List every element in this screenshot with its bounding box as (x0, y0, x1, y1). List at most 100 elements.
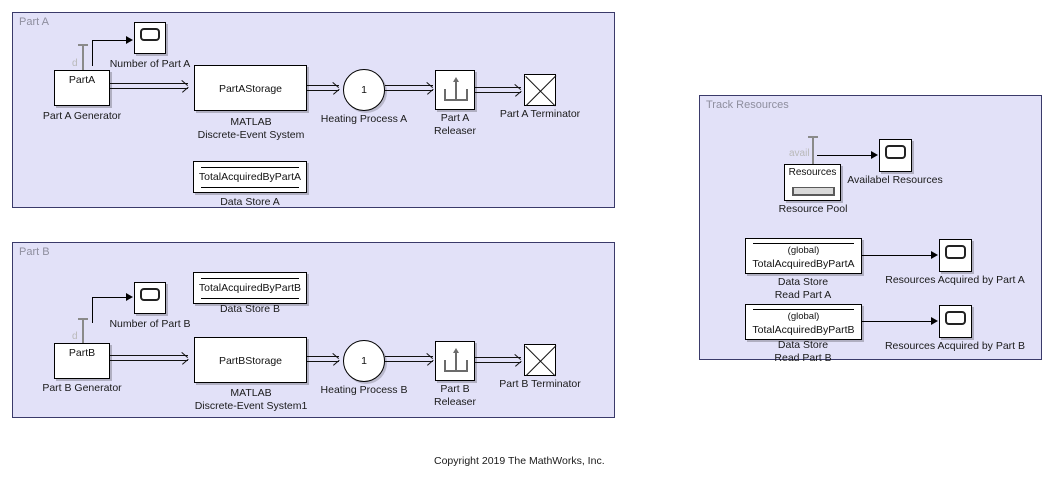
entity-line-releaser-b-to-terminator-b (475, 357, 521, 363)
scope-resources-acquired-part-a-label: Resources Acquired by Part A (885, 274, 1025, 286)
part-b-count-signal-h (92, 297, 126, 298)
block-heating-process-b-label: Heating Process B (320, 384, 408, 396)
block-data-store-read-part-a-text: TotalAcquiredByPartA (752, 258, 855, 270)
block-part-a-storage-label: MATLAB Discrete-Event System (197, 116, 305, 141)
scope-resources-acquired-part-b[interactable] (939, 305, 972, 338)
block-resource-pool-text: Resources (788, 167, 837, 178)
copyright-notice: Copyright 2019 The MathWorks, Inc. (434, 455, 605, 467)
scope-resources-acquired-part-b-label: Resources Acquired by Part B (884, 340, 1026, 352)
resource-pool-icon (792, 187, 835, 196)
entity-arrow-heating-a-to-releaser-a (427, 82, 434, 94)
subsystem-part-b[interactable]: Part B (12, 242, 615, 418)
entity-line-gen-a-to-storage-a (110, 83, 188, 89)
entity-arrow-releaser-b-to-terminator-b (515, 354, 522, 366)
block-part-b-storage-label: MATLAB Discrete-Event System1 (194, 387, 308, 412)
block-resource-pool[interactable]: Resources (784, 164, 841, 201)
ds-read-a-signal (862, 255, 934, 256)
block-data-store-a-text: TotalAcquiredByPartA (198, 171, 302, 183)
scope-icon (945, 245, 966, 259)
entity-line-heating-b-to-releaser-b (385, 356, 433, 362)
releaser-icon-arrowhead (453, 348, 459, 353)
part-a-generator-port-label: d (72, 58, 78, 69)
data-store-read-b-line-top (753, 309, 854, 310)
resource-pool-port-label: avail (789, 148, 810, 159)
block-heating-process-a-text: 1 (361, 84, 367, 96)
scope-number-of-part-a[interactable] (134, 22, 166, 54)
subsystem-part-b-title: Part B (19, 246, 50, 258)
releaser-icon-stem (455, 82, 457, 101)
block-resource-pool-label: Resource Pool (778, 203, 848, 215)
scope-number-of-part-a-label: Number of Part A (109, 58, 191, 70)
block-data-store-b[interactable]: TotalAcquiredByPartB (193, 272, 307, 304)
part-b-generator-port-stub (82, 318, 84, 344)
scope-number-of-part-b-label: Number of Part B (109, 318, 191, 330)
scope-available-resources[interactable] (879, 139, 912, 172)
entity-line-gen-b-to-storage-b (110, 355, 188, 361)
entity-arrow-releaser-a-to-terminator-a (515, 84, 522, 96)
part-a-count-signal-arrow (126, 36, 133, 44)
subsystem-part-a-title: Part A (19, 16, 49, 28)
scope-resources-acquired-part-a[interactable] (939, 239, 972, 272)
available-resources-signal-arrow (871, 151, 878, 159)
block-data-store-b-text: TotalAcquiredByPartB (198, 282, 302, 294)
block-part-a-generator-label: Part A Generator (42, 110, 122, 122)
scope-number-of-part-b[interactable] (134, 282, 166, 314)
scope-icon (140, 28, 160, 41)
block-data-store-read-part-a-scope: (global) (787, 245, 820, 256)
entity-line-releaser-a-to-terminator-a (475, 87, 521, 93)
block-data-store-read-part-a-label: Data Store Read Part A (774, 276, 832, 301)
entity-arrow-heating-b-to-releaser-b (427, 353, 434, 365)
block-data-store-read-part-b-text: TotalAcquiredByPartB (752, 324, 855, 336)
releaser-icon-stem (455, 353, 457, 372)
block-part-b-releaser-label: Part B Releaser (433, 383, 477, 408)
scope-icon (885, 145, 906, 159)
data-store-b-line-bottom (201, 298, 299, 299)
data-store-b-line-top (201, 278, 299, 279)
scope-available-resources-label: Availabel Resources (847, 174, 943, 186)
entity-arrow-storage-a-to-heating-a (333, 82, 340, 94)
part-b-count-signal-arrow (126, 293, 133, 301)
part-a-count-signal-v (92, 40, 93, 66)
data-store-a-line-bottom (201, 187, 299, 188)
available-resources-signal (817, 155, 873, 156)
block-heating-process-b-text: 1 (361, 355, 367, 367)
ds-read-b-signal (862, 321, 934, 322)
block-part-b-generator-text: PartB (68, 347, 96, 359)
block-part-b-releaser[interactable] (435, 341, 475, 381)
block-part-a-releaser[interactable] (435, 70, 475, 110)
block-data-store-a[interactable]: TotalAcquiredByPartA (193, 161, 307, 193)
part-b-generator-port-label: d (72, 331, 78, 342)
subsystem-part-a[interactable]: Part A (12, 12, 615, 208)
block-data-store-read-part-a[interactable]: (global) TotalAcquiredByPartA (745, 238, 862, 274)
block-part-b-terminator[interactable] (524, 344, 557, 377)
part-a-count-signal-h (92, 40, 126, 41)
block-part-b-generator-label: Part B Generator (42, 382, 122, 394)
entity-line-storage-a-to-heating-a (307, 85, 339, 91)
block-part-b-generator[interactable]: PartB (54, 343, 110, 379)
entity-arrow-gen-a-to-storage-a (182, 80, 189, 92)
block-data-store-read-part-b[interactable]: (global) TotalAcquiredByPartB (745, 304, 862, 340)
entity-arrow-gen-b-to-storage-b (182, 352, 189, 364)
block-part-a-generator[interactable]: PartA (54, 70, 110, 106)
block-heating-process-a[interactable]: 1 (343, 69, 385, 111)
part-b-count-signal-v (92, 297, 93, 323)
block-part-a-storage[interactable]: PartAStorage (194, 65, 307, 111)
entity-line-heating-a-to-releaser-a (385, 85, 433, 91)
part-a-generator-port-stub (82, 44, 84, 70)
block-part-a-storage-text: PartAStorage (218, 83, 283, 95)
resource-pool-port-stub (812, 136, 814, 166)
scope-icon (140, 288, 160, 301)
subsystem-track-resources-title: Track Resources (706, 99, 789, 111)
block-part-b-terminator-label: Part B Terminator (499, 378, 581, 390)
releaser-icon-arrowhead (453, 77, 459, 82)
block-part-b-storage-text: PartBStorage (218, 355, 283, 367)
ds-read-b-signal-arrow (931, 317, 938, 325)
block-data-store-read-part-b-label: Data Store Read Part B (774, 339, 832, 364)
block-part-a-releaser-label: Part A Releaser (433, 112, 477, 137)
block-data-store-a-label: Data Store A (220, 196, 280, 208)
block-part-b-storage[interactable]: PartBStorage (194, 337, 307, 383)
block-part-a-terminator[interactable] (524, 74, 557, 107)
data-store-a-line-top (201, 167, 299, 168)
block-heating-process-b[interactable]: 1 (343, 340, 385, 382)
